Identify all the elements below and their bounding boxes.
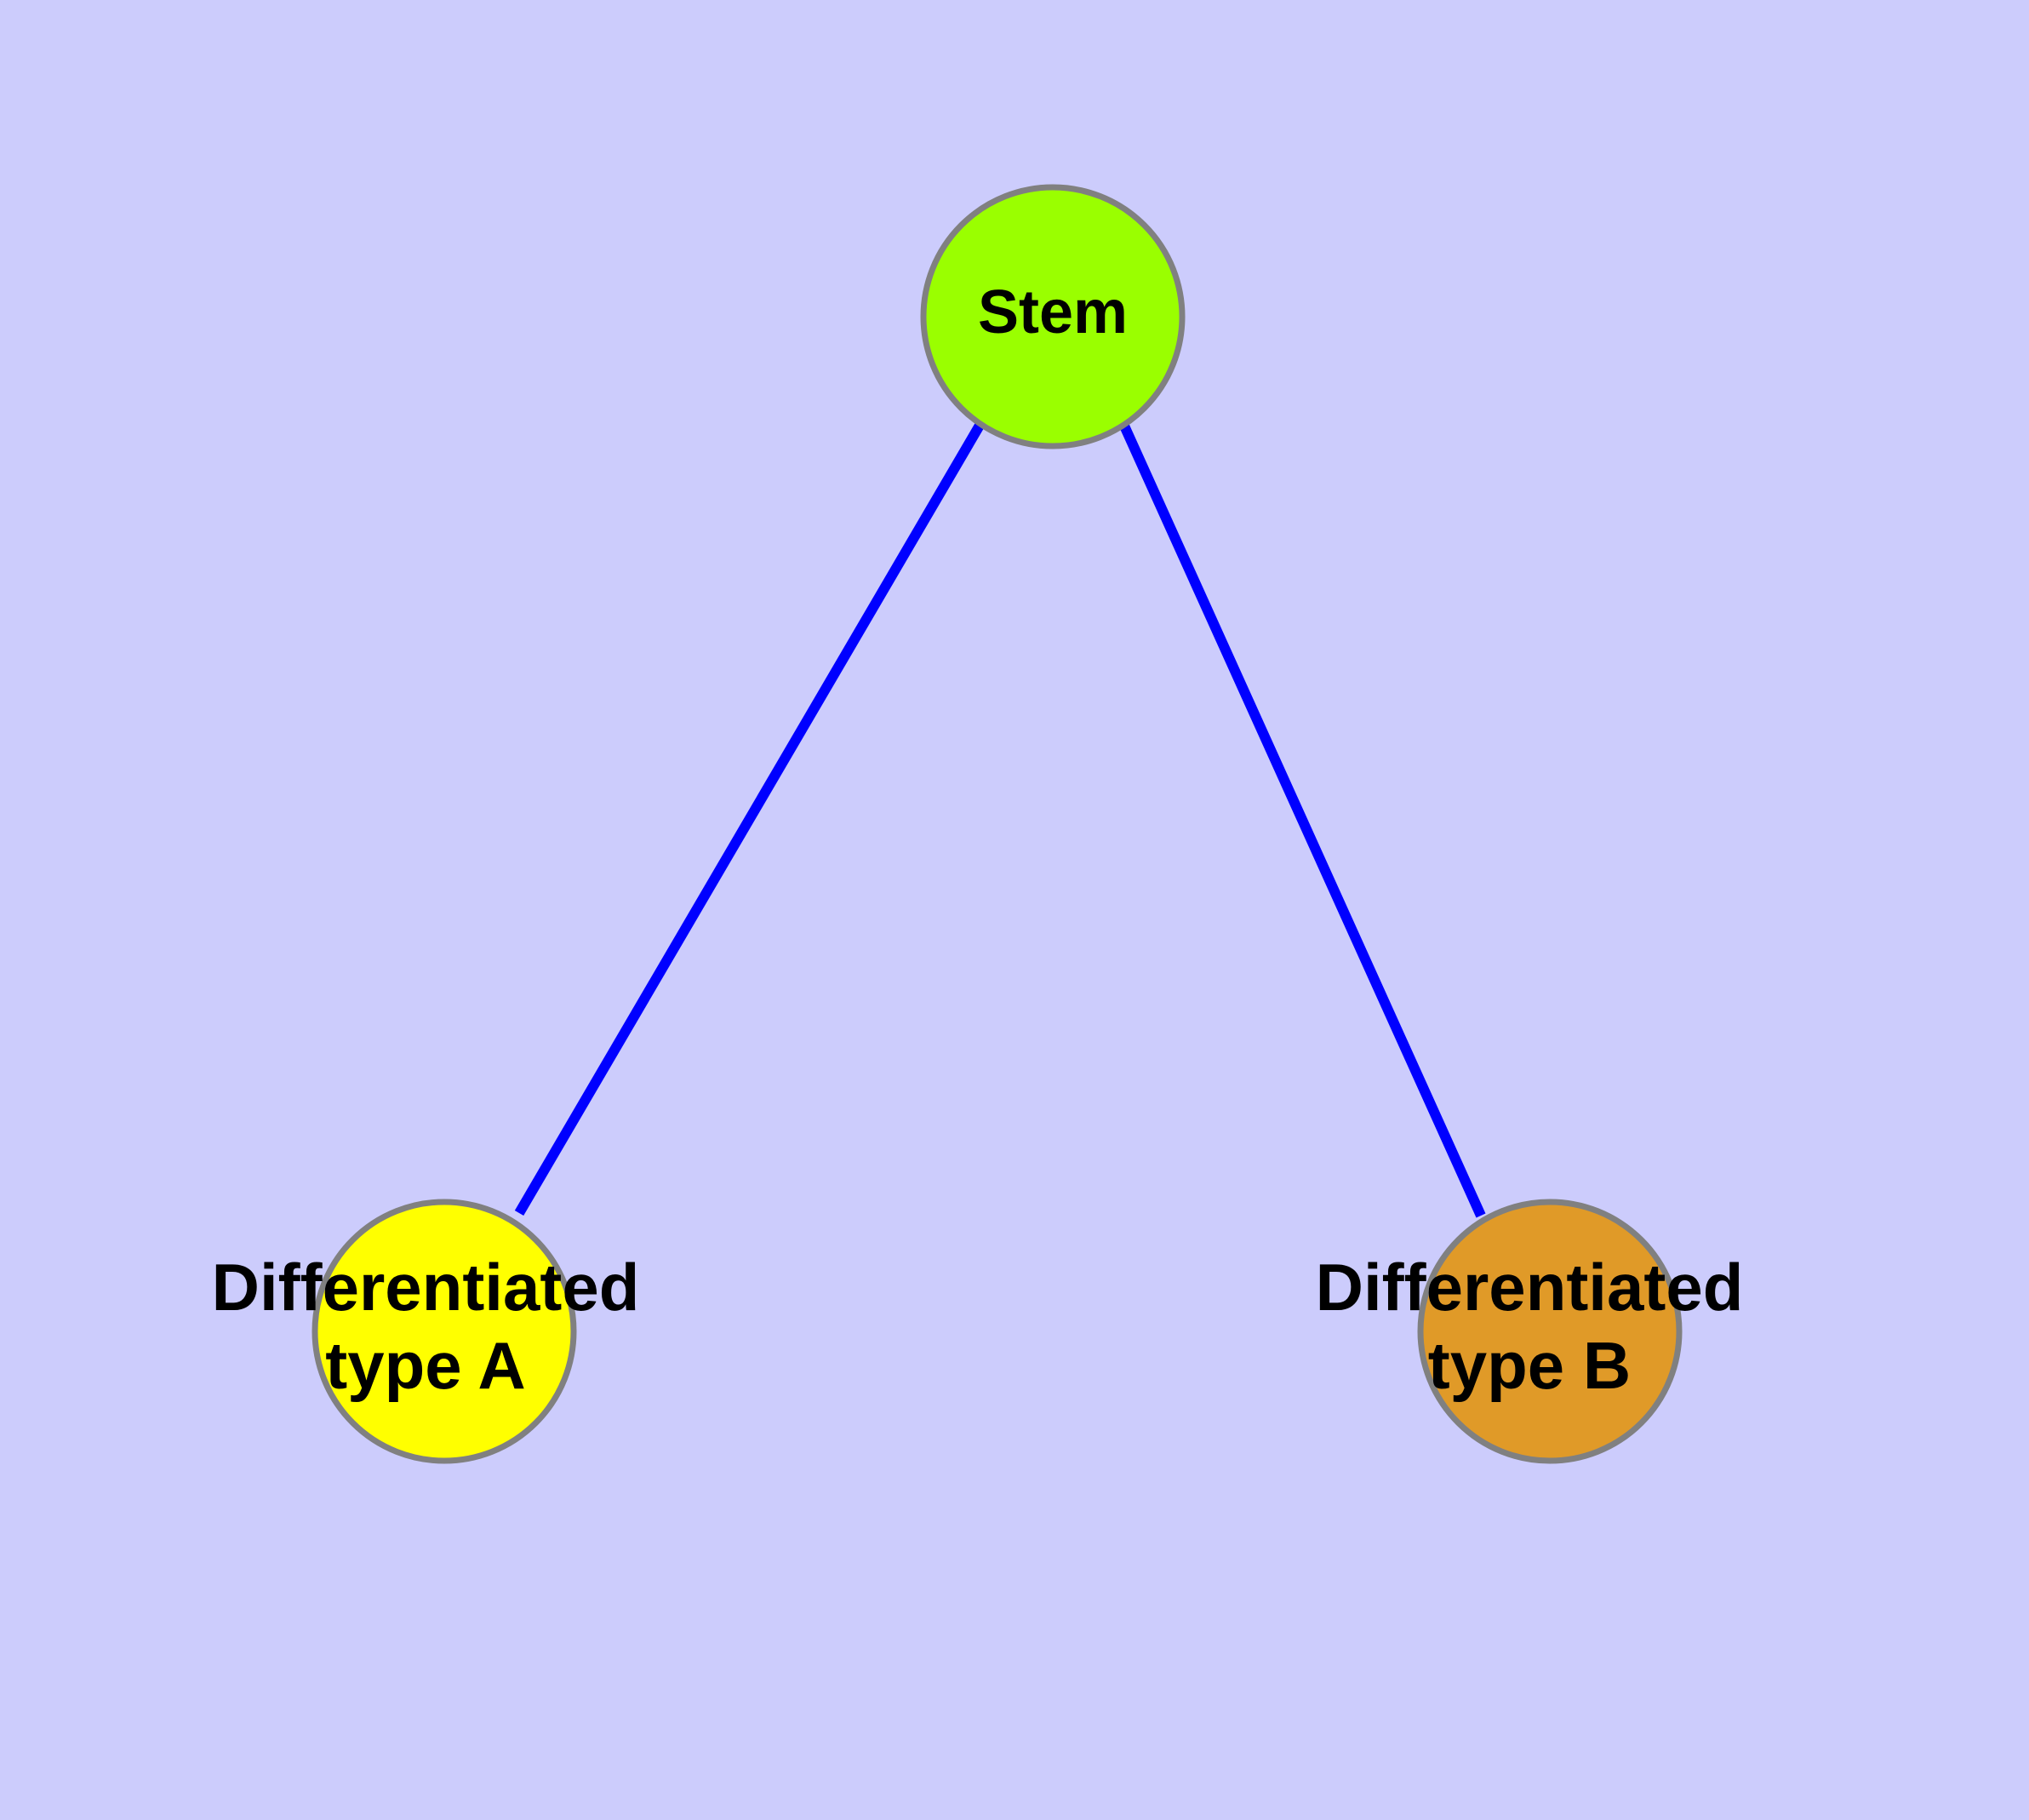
node-stem-label: Stem [978,278,1128,346]
node-diff-a[interactable] [311,1199,577,1464]
node-diff-b[interactable] [1417,1199,1683,1464]
node-stem-circle[interactable] [920,184,1186,449]
node-diff-b-circle[interactable] [1417,1199,1683,1464]
node-stem[interactable] [920,184,1186,449]
edge-stem-to-diff-a [514,421,986,1216]
node-layer [311,184,1683,1464]
node-diff-a-circle[interactable] [311,1199,577,1464]
edge-stem-to-diff-b [1118,421,1486,1218]
edge-layer [514,421,1486,1218]
